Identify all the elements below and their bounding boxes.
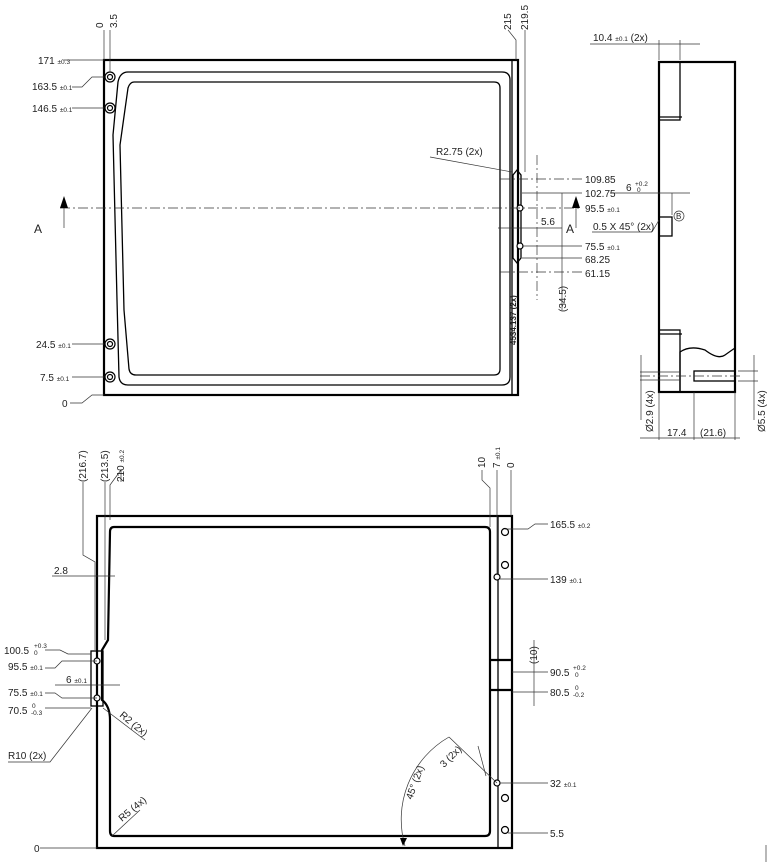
dim-x-219-5: 219.5 [520, 5, 531, 30]
dim-width-5-6: 5.6 [541, 217, 555, 228]
dim-length-34-5: (34.5) [558, 286, 569, 312]
side-slot [658, 216, 673, 237]
dim-y-24-5: 24.5 ±0.1 [36, 340, 71, 351]
top-frame-inner [119, 81, 501, 376]
dim-radius-r5: R5 (4x) [117, 795, 149, 825]
dim-depth-6: 6 [626, 183, 632, 194]
dim-17-4: 17.4 [667, 428, 687, 439]
section-label-right: A [566, 222, 574, 236]
dim-y-90-5-lower: 0 [575, 672, 579, 679]
dim-dia-5-5: Ø5.5 (4x) [757, 390, 768, 432]
dim-radius-2-75: R2.75 (2x) [436, 147, 483, 158]
dim-y-0: 0 [62, 399, 68, 410]
dim-x-10: 10 [477, 456, 488, 468]
dim-y-90-5: 90.5 [550, 668, 570, 679]
dim-y-100-5-upper: +0.3 [34, 643, 47, 650]
dim-y-90-5-upper: +0.2 [573, 665, 586, 672]
top-view: A A 0 3.5 171 ±0.3 163.5 ±0.1 146.5 ±0.1… [32, 5, 620, 410]
dim-x-210: 210 ±0.2 [116, 450, 127, 482]
dim-y-95-5-b: 95.5 ±0.1 [8, 662, 43, 673]
section-hatch [679, 346, 736, 393]
dim-y-95-5: 95.5 ±0.1 [585, 204, 620, 215]
dim-y-102-75: 102.75 [585, 189, 616, 200]
dim-y-165-5: 165.5 ±0.2 [550, 520, 591, 531]
bottom-tab [90, 650, 104, 707]
dim-width-2-8: 2.8 [54, 566, 68, 577]
dim-y-80-5-lower: -0.2 [573, 692, 585, 699]
dim-y-100-5: 100.5 [4, 646, 29, 657]
dim-y-32: 32 ±0.1 [550, 779, 577, 790]
dim-x-0: 0 [95, 22, 106, 28]
dim-width-6: 6 ±0.1 [66, 675, 87, 686]
detail-b-marker: B [676, 212, 681, 221]
dim-y-0-b: 0 [34, 844, 40, 855]
engraving-mark: 4534.137 (2x) [509, 295, 518, 345]
top-frame-outer [112, 71, 511, 386]
dim-y-109-85: 109.85 [585, 175, 616, 186]
dim-angle-45: 45° (2x) [404, 764, 426, 801]
dim-y-70-5-lower: -0.3 [31, 710, 43, 717]
dim-x-0-b: 0 [506, 462, 517, 468]
dim-dia-2-9: Ø2.9 (4x) [645, 390, 656, 432]
dim-y-100-5-lower: 0 [34, 650, 38, 657]
dim-21-6: (21.6) [700, 428, 726, 439]
dim-depth-6-upper: +0.2 [635, 181, 648, 188]
dim-radius-r10: R10 (2x) [8, 751, 46, 762]
dim-radius-r2: R2 (2x) [117, 710, 149, 740]
top-holes [104, 71, 524, 383]
top-tab [512, 168, 522, 265]
dim-y-70-5: 70.5 [8, 706, 28, 717]
dim-chamfer: 0.5 X 45° (2x) [593, 222, 654, 233]
dim-y-75-5: 75.5 ±0.1 [585, 242, 620, 253]
dim-y-163-5: 163.5 ±0.1 [32, 82, 73, 93]
dim-x-213-5: (213.5) [100, 450, 111, 482]
dim-y-171: 171 ±0.3 [38, 56, 70, 67]
dim-depth-6-lower: 0 [637, 187, 641, 194]
bottom-outer-outline [95, 514, 514, 850]
dim-y-70-5-upper: 0 [32, 703, 36, 710]
dim-x-216-7: (216.7) [78, 450, 89, 482]
dim-y-7-5: 7.5 ±0.1 [40, 373, 70, 384]
side-view: 10.4 ±0.1 (2x) 6 +0.2 0 B 0.5 X 45° (2x)… [590, 33, 768, 440]
dim-width-10-4: 10.4 ±0.1 (2x) [593, 33, 648, 44]
bottom-frame [100, 525, 492, 838]
dim-x-3-5: 3.5 [109, 14, 120, 28]
dim-y-80-5-upper: 0 [575, 685, 579, 692]
section-label-left: A [34, 222, 42, 236]
dim-x-215: 215 [503, 13, 514, 30]
top-outer-outline [102, 58, 520, 397]
bottom-holes [93, 527, 510, 835]
dim-y-139: 139 ±0.1 [550, 575, 582, 586]
dim-y-61-15: 61.15 [585, 269, 610, 280]
dim-y-80-5: 80.5 [550, 688, 570, 699]
dim-y-75-5-b: 75.5 ±0.1 [8, 688, 43, 699]
dim-gap-10: (10) [529, 646, 540, 664]
dim-x-7: 7 ±0.1 [492, 447, 503, 468]
bottom-view: (216.7) (213.5) 210 ±0.2 2.8 100.5 +0.3 … [4, 447, 591, 855]
side-outline [657, 60, 737, 394]
dim-y-5-5: 5.5 [550, 829, 564, 840]
dim-y-146-5: 146.5 ±0.1 [32, 104, 73, 115]
dim-y-68-25: 68.25 [585, 255, 610, 266]
